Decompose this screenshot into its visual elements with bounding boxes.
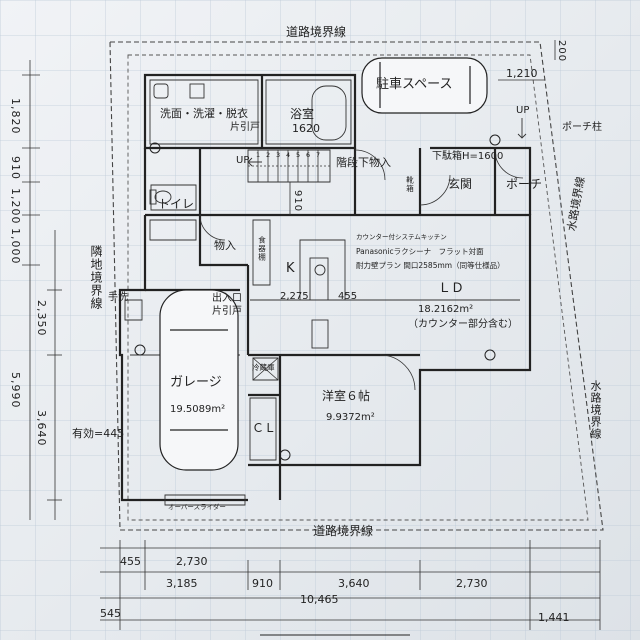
dim-left-outer-3: 1,200 <box>9 188 22 225</box>
dim-left-inner-3: 3,640 <box>35 410 48 447</box>
label-kitchen-note-3: 耐力壁プラン 間口2585mm（同等仕様品） <box>356 261 505 270</box>
label-exit: 出入口 <box>212 293 242 304</box>
label-exit-door: 片引戸 <box>212 306 242 317</box>
label-kitchen-note-1: カウンター付システムキッチン <box>356 233 447 241</box>
dimension-lines <box>22 40 601 630</box>
label-closet: ＣＬ <box>252 421 277 435</box>
step-2: 2 <box>266 151 271 159</box>
dim-bottom-2730a: 2,730 <box>176 555 208 568</box>
dim-left-outer-1: 1,820 <box>9 98 22 135</box>
setback-line <box>127 54 589 521</box>
label-entrance: 玄関 <box>448 177 473 191</box>
label-up-porch: UP <box>516 105 530 116</box>
dim-200: 200 <box>556 40 567 63</box>
label-parking: 駐車スペース <box>376 77 453 92</box>
neighbor-boundary: 隣地境界線 <box>89 245 103 310</box>
label-shoe-rack: 靴箱 <box>405 176 415 193</box>
step-1: 1 <box>256 151 261 159</box>
dim-bottom-3640: 3,640 <box>338 577 370 590</box>
label-porch: ポーチ <box>506 177 543 191</box>
label-toilet: トイレ <box>158 197 195 211</box>
dim-bottom-2730b: 2,730 <box>456 577 488 590</box>
dim-bottom-3185: 3,185 <box>166 577 198 590</box>
pillars <box>134 134 501 461</box>
label-ld-area: 18.2162m² <box>418 304 474 315</box>
door-swings <box>199 149 524 391</box>
label-up-stair: UP <box>236 155 250 166</box>
label-shoe-bench: 下駄箱H=1600 <box>432 151 504 162</box>
stairs <box>248 150 332 182</box>
label-stair-storage: 階段下物入 <box>336 156 391 169</box>
step-4: 4 <box>286 151 291 159</box>
dim-left-outer-4: 1,000 <box>9 228 22 265</box>
label-bedroom: 洋室６帖 <box>322 389 371 403</box>
dim-bottom-1441: 1,441 <box>538 611 570 624</box>
waterway-boundary-lower: 水路境界線 <box>589 380 602 440</box>
sink <box>153 83 205 99</box>
dim-bottom-545: 545 <box>100 607 121 620</box>
dim-1210: 1,210 <box>506 67 538 80</box>
car-garage <box>159 289 239 471</box>
label-washroom: 洗面・洗濯・脱衣 <box>160 107 248 120</box>
dim-bottom-910: 910 <box>252 577 273 590</box>
step-7: 7 <box>316 151 321 159</box>
label-bath: 浴室 <box>290 107 315 121</box>
dim-left-inner-2: 5,990 <box>9 372 22 409</box>
road-boundary-bottom: 道路境界線 <box>313 524 374 538</box>
label-washroom-door: 片引戸 <box>230 122 260 133</box>
up-arrows <box>247 118 527 167</box>
step-6: 6 <box>306 151 311 159</box>
property-boundary <box>109 41 604 531</box>
car-parking <box>361 57 488 114</box>
dim-left-inner-1: 2,350 <box>35 300 48 337</box>
dim-kitchen-455: 455 <box>338 291 358 302</box>
label-overslider: オーバースライダー <box>168 503 226 511</box>
label-fridge: 冷蔵庫 <box>252 363 275 372</box>
dim-stair-910: 910 <box>292 190 303 213</box>
label-kitchen: K <box>286 261 295 276</box>
label-garage: ガレージ <box>170 375 222 390</box>
dim-left-outer-2: 910 <box>9 156 22 180</box>
road-boundary-top: 道路境界線 <box>286 25 347 39</box>
label-ld: ＬＤ <box>438 281 465 296</box>
label-storage: 物入 <box>214 239 236 252</box>
label-effective-width: 有効=445 <box>72 427 125 440</box>
fridge-x <box>252 357 279 381</box>
label-garage-area: 19.5089m² <box>170 404 226 415</box>
label-handwash: 手洗 <box>108 292 128 303</box>
building-walls <box>118 73 532 502</box>
label-bath-size: 1620 <box>292 122 320 135</box>
toilet <box>149 189 172 205</box>
dim-bottom-455: 455 <box>120 555 141 568</box>
dim-kitchen-2275: 2,275 <box>280 291 309 302</box>
label-ld-note: （カウンター部分含む） <box>408 319 518 330</box>
label-porch-pillar: ポーチ柱 <box>562 122 602 133</box>
step-3: 3 <box>276 151 281 159</box>
dim-bottom-total: 10,465 <box>300 593 339 606</box>
label-kitchen-cabinet: 食器棚 <box>257 236 267 262</box>
label-bedroom-area: 9.9372m² <box>326 412 375 423</box>
bathtub <box>311 85 347 141</box>
label-kitchen-note-2: Panasonicラクシーナ フラット対面 <box>356 247 484 256</box>
step-5: 5 <box>296 151 301 159</box>
